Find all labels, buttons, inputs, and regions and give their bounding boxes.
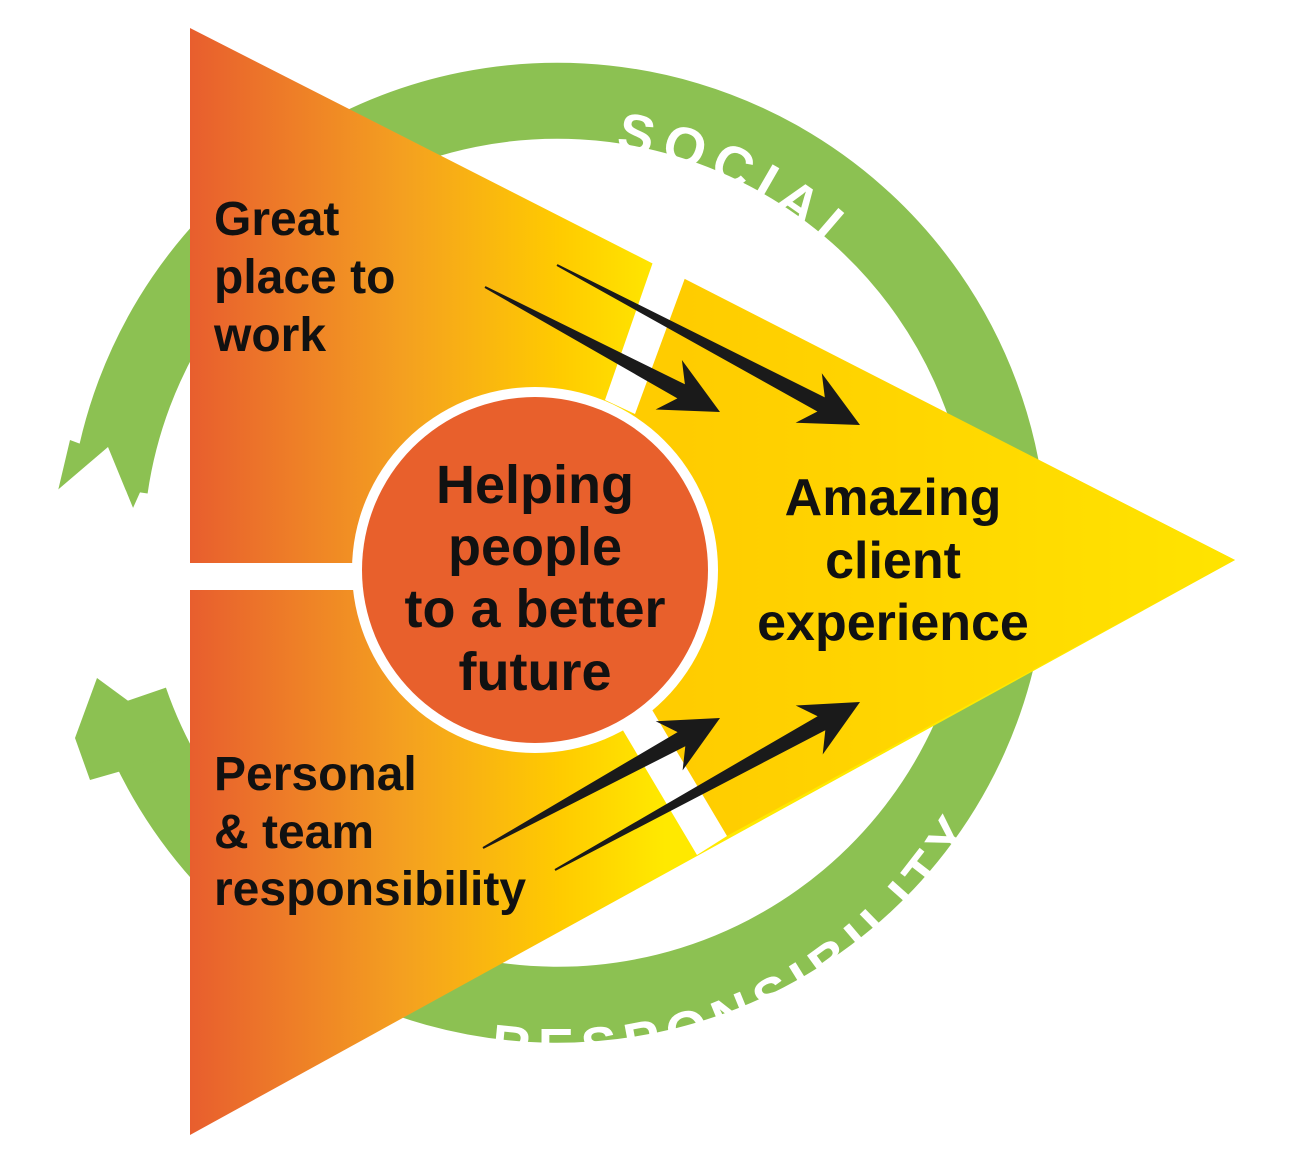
arrow-icon bbox=[482, 718, 720, 849]
gap-upper bbox=[605, 262, 685, 414]
gap-lower bbox=[618, 703, 727, 855]
arrow-icon bbox=[484, 286, 720, 412]
label-personal-team-responsibility: Personal & team responsibility bbox=[214, 748, 526, 916]
svg-text:client: client bbox=[825, 532, 961, 590]
arrow-icon bbox=[556, 264, 860, 425]
svg-text:Great: Great bbox=[214, 193, 339, 246]
center-line: to a better bbox=[404, 579, 665, 639]
right-segment bbox=[600, 278, 1235, 837]
center-line: Helping bbox=[436, 455, 634, 515]
svg-text:responsibility: responsibility bbox=[214, 863, 526, 916]
arrows bbox=[482, 264, 860, 871]
svg-text:Personal: Personal bbox=[214, 748, 417, 801]
svg-text:& team: & team bbox=[214, 806, 374, 859]
svg-text:place to: place to bbox=[214, 251, 395, 304]
svg-text:experience: experience bbox=[757, 594, 1029, 652]
ring-arrowhead-icon bbox=[57, 440, 150, 508]
label-amazing-client-experience: Amazing client experience bbox=[757, 469, 1029, 652]
gap-horizontal bbox=[188, 563, 368, 590]
arrow-icon bbox=[554, 702, 860, 871]
center-line: future bbox=[459, 642, 612, 702]
svg-text:work: work bbox=[213, 309, 326, 362]
ring-tail bbox=[75, 678, 160, 780]
center-line: people bbox=[448, 517, 622, 577]
svg-text:Amazing: Amazing bbox=[785, 469, 1002, 527]
label-great-place-to-work: Great place to work bbox=[213, 193, 395, 362]
center-circle: Helping people to a better future bbox=[352, 387, 718, 753]
